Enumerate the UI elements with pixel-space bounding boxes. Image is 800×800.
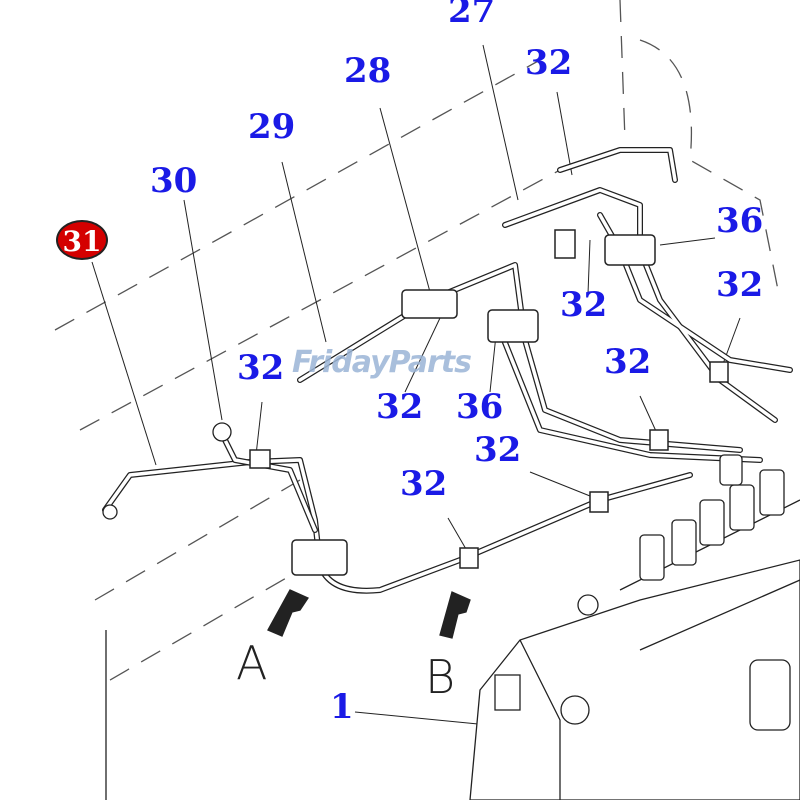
callout-32[interactable]: 32 — [237, 348, 285, 388]
callout-36[interactable]: 36 — [456, 387, 504, 427]
callout-29[interactable]: 29 — [248, 107, 296, 147]
callout-36[interactable]: 36 — [716, 201, 764, 241]
callout-32[interactable]: 32 — [560, 285, 608, 325]
callout-31-highlighted[interactable]: 31 — [56, 220, 108, 260]
callout-32[interactable]: 32 — [525, 43, 573, 83]
callout-27[interactable]: 27 — [448, 0, 496, 31]
fuel-injection-pipes — [102, 457, 693, 594]
callout-32[interactable]: 32 — [474, 430, 522, 470]
pipe-clamps — [249, 229, 729, 576]
callout-1[interactable]: 1 — [330, 687, 354, 727]
delivery-valves — [639, 454, 785, 581]
watermark: FridayParts — [292, 345, 472, 380]
view-letter-a: A — [236, 636, 268, 690]
callout-32[interactable]: 32 — [376, 387, 424, 427]
callout-32[interactable]: 32 — [604, 342, 652, 382]
callout-28[interactable]: 28 — [344, 51, 392, 91]
callout-32[interactable]: 32 — [716, 265, 764, 305]
callout-30[interactable]: 30 — [150, 161, 198, 201]
callout-32[interactable]: 32 — [400, 464, 448, 504]
pipe-end-fitting — [102, 504, 118, 520]
engine-outline — [54, 0, 781, 681]
pipe-end-fitting — [212, 422, 232, 442]
view-letter-b: B — [425, 650, 456, 704]
injection-pump — [469, 454, 800, 800]
view-arrows — [267, 589, 471, 639]
